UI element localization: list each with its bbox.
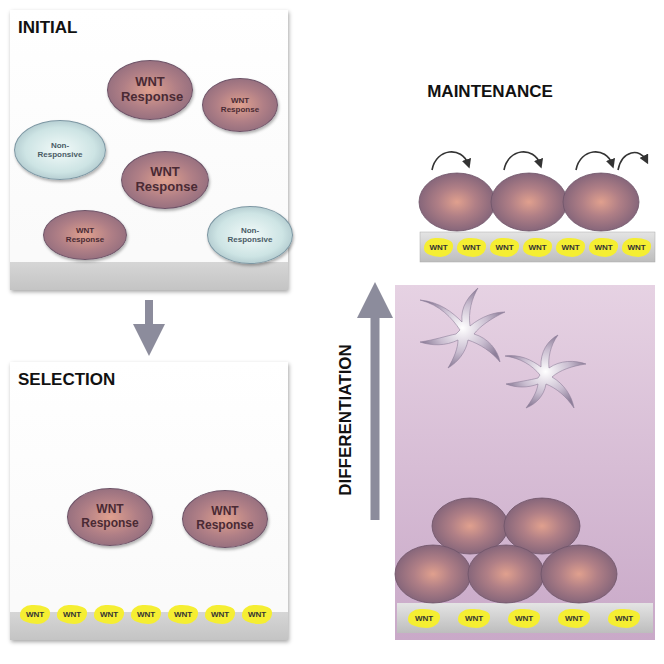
wnt-ligand: WNT <box>608 609 640 628</box>
wnt-ligand: WNT <box>508 609 540 628</box>
ligand-label: WNT <box>26 610 44 619</box>
ligand-label: WNT <box>627 243 645 252</box>
non-responsive-cell: Non-Responsive <box>14 120 106 180</box>
responsive-cell: WNT Response <box>202 78 277 132</box>
ligand-label: WNT <box>429 243 447 252</box>
wnt-ligand: WNT <box>205 605 235 624</box>
ligand-label: WNT <box>615 614 633 623</box>
niche-panel <box>395 285 655 640</box>
wnt-ligand: WNT <box>589 238 618 257</box>
wnt-ligand: WNT <box>242 605 272 624</box>
ground-band <box>10 262 288 290</box>
self-renewal-arrow <box>432 152 646 170</box>
cell-label: WNT Response <box>196 505 254 533</box>
wnt-surface <box>420 232 655 262</box>
flow-arrow <box>145 300 153 340</box>
cell-label: Non-Responsive <box>221 226 279 244</box>
wnt-ligand: WNT <box>556 238 585 257</box>
differentiation-arrow <box>371 300 380 520</box>
ligand-label: WNT <box>465 614 483 623</box>
ligand-label: WNT <box>515 614 533 623</box>
wnt-ligand: WNT <box>458 609 490 628</box>
ligand-label: WNT <box>63 610 81 619</box>
responsive-cell: WNT Response <box>43 210 127 260</box>
cell-label: WNT Response <box>81 503 139 531</box>
stage-panel: SELECTION WNT Response WNT ResponseWNT WNT W… <box>10 362 288 640</box>
ligand-label: WNT <box>565 614 583 623</box>
cell-label: WNT Response <box>121 75 179 105</box>
wnt-surface <box>397 603 653 633</box>
ligand-label: WNT <box>211 610 229 619</box>
ligand-label: WNT <box>495 243 513 252</box>
ligand-label: WNT <box>528 243 546 252</box>
wnt-ligand: WNT <box>558 609 590 628</box>
cell <box>395 498 617 603</box>
ligand-label: WNT <box>561 243 579 252</box>
ligand-label: WNT <box>594 243 612 252</box>
wnt-ligand: WNT <box>457 238 486 257</box>
ligand-label: WNT <box>137 610 155 619</box>
panel-title: INITIAL <box>18 18 78 38</box>
wnt-ligand: WNT <box>622 238 651 257</box>
wnt-ligand: WNT <box>57 605 87 624</box>
stage-label: MAINTENANCE <box>427 82 553 102</box>
wnt-ligand: WNT <box>424 238 453 257</box>
wnt-ligand: WNT <box>168 605 198 624</box>
wnt-ligand: WNT <box>94 605 124 624</box>
neuron <box>420 288 586 408</box>
wnt-ligand: WNT <box>523 238 552 257</box>
ligand-label: WNT <box>415 614 433 623</box>
responsive-cell: WNT Response <box>121 151 209 209</box>
ligand-label: WNT <box>462 243 480 252</box>
wnt-ligand: WNT <box>20 605 50 624</box>
panel-title: SELECTION <box>18 370 115 390</box>
ligand-label: WNT <box>174 610 192 619</box>
non-responsive-cell: Non-Responsive <box>207 206 294 264</box>
wnt-ligand: WNT <box>131 605 161 624</box>
cell-label: WNT Response <box>215 96 265 114</box>
stage-panel: INITIALWNT ResponseWNT ResponseNon-Respo… <box>10 10 288 290</box>
cell-label: Non-Responsive <box>29 141 91 159</box>
wnt-ligand: WNT <box>490 238 519 257</box>
ligand-label: WNT <box>100 610 118 619</box>
cell <box>419 173 664 231</box>
responsive-cell: WNT Response <box>67 488 154 546</box>
responsive-cell: WNT Response <box>107 60 194 120</box>
process-label: DIFFERENTIATION <box>336 344 356 496</box>
cell-label: WNT Response <box>135 165 194 195</box>
wnt-ligand: WNT <box>408 609 440 628</box>
cell-label: WNT Response <box>57 226 113 244</box>
responsive-cell: WNT Response <box>182 490 269 548</box>
ligand-label: WNT <box>248 610 266 619</box>
